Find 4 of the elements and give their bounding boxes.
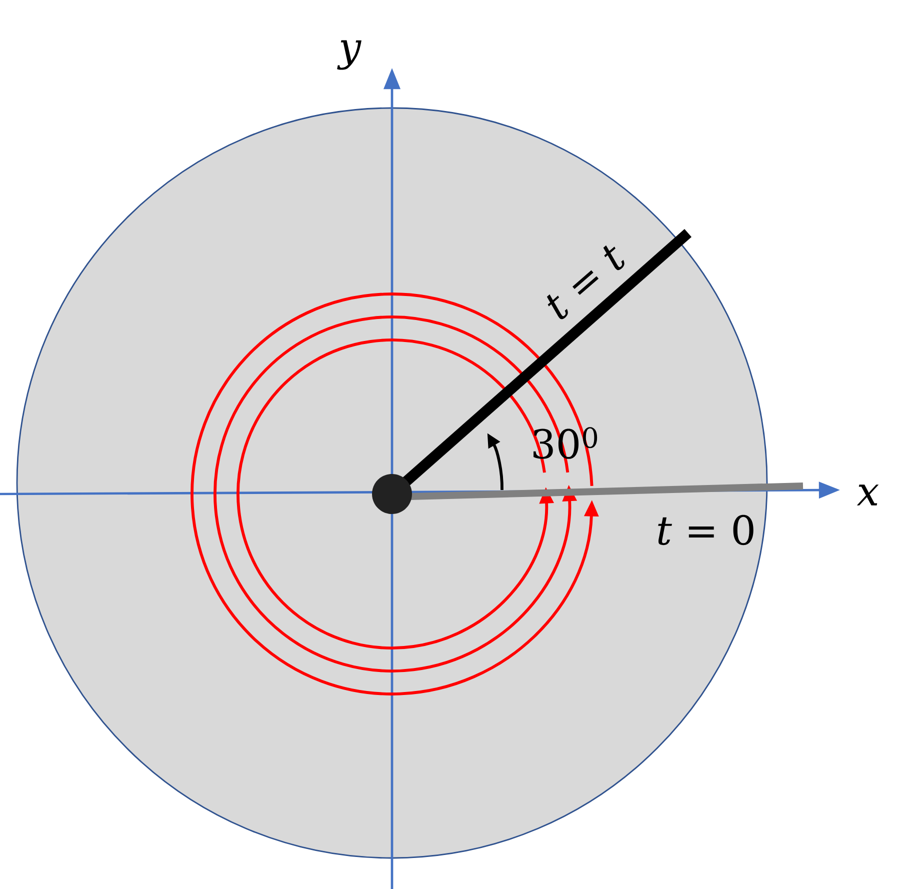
angle-label: t = 0 — [658, 514, 754, 546]
axis-label: y — [337, 40, 362, 70]
axis-label: x — [856, 484, 879, 506]
angle-label: t = t — [546, 245, 624, 320]
